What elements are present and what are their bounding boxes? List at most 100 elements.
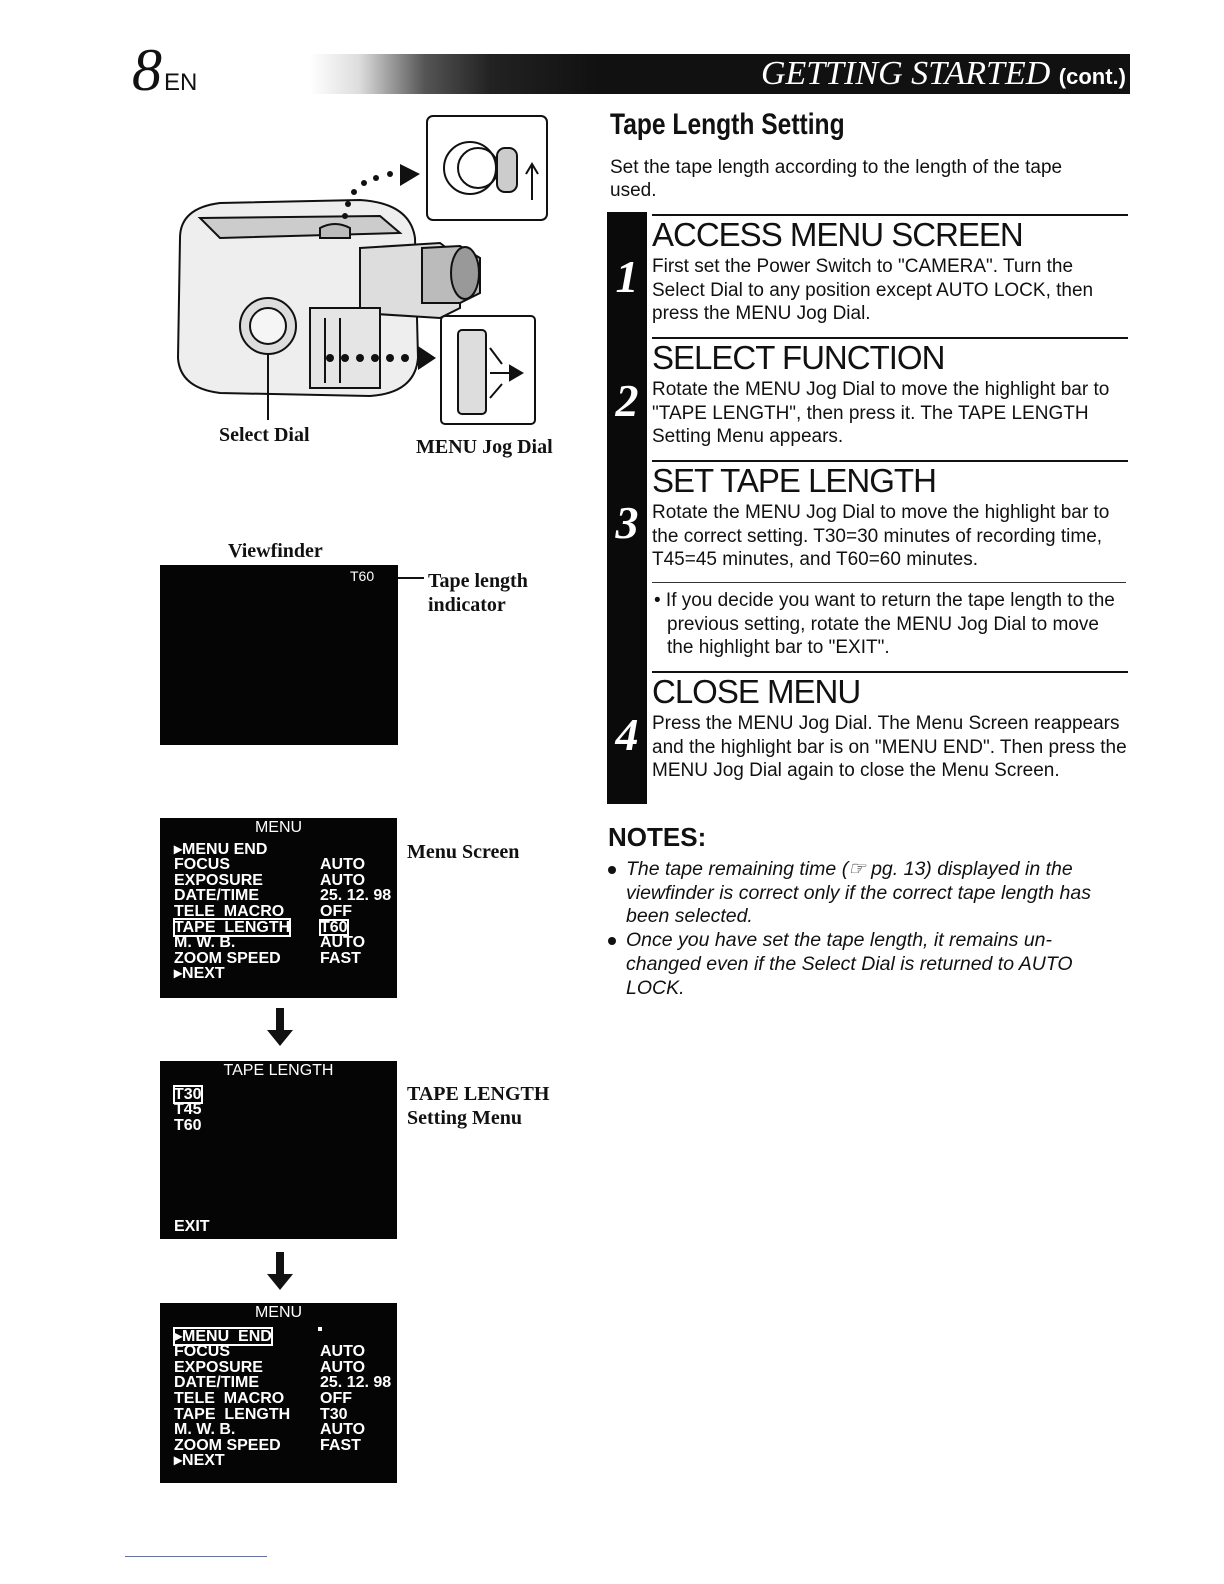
menu-item: EXPOSURE AUTO [174,1358,397,1376]
menu-item-label: DATE/TIME [174,887,260,905]
menu-item-label: ▸MENU END [173,1326,273,1346]
select-dial-label: Select Dial [219,424,310,446]
menu-item: ▸MENU END [173,1326,397,1346]
section-title: GETTING STARTED (cont.) [760,55,1126,92]
menu-item-value: T30 [320,1405,348,1423]
menu-item-label: ▸NEXT [174,965,225,983]
menu-item-label: ▸MENU END [174,840,268,858]
menu-item: TAPE LENGTH T60 [172,917,397,937]
menu-final-title: MENU [254,1304,303,1321]
menu-item-value: 25. 12. 98 [320,887,392,905]
arrow-down-icon [267,1252,293,1290]
tape-length-menu-title: TAPE LENGTH [223,1062,334,1079]
menu-item-label: M. W. B. [174,934,236,952]
step-heading: SELECT FUNCTION [652,339,945,376]
notes-list: The tape remaining time (☞ pg. 13) displ… [608,858,1118,1000]
page-number: 8EN [132,37,198,103]
menu-item-value: OFF [320,902,352,920]
arrow-down-icon [267,1008,293,1046]
step-body: Rotate the MENU Jog Dial to move the hig… [652,379,1110,447]
exit-option: EXIT [174,1218,210,1235]
menu-item: M. W. B. AUTO [174,1422,397,1438]
menu-item-value: AUTO [320,1343,366,1361]
step-rule [652,337,1128,339]
step-body: First set the Power Switch to "CAMERA". … [652,256,1094,324]
footer-line [125,1556,267,1557]
menu-item-value: AUTO [320,871,366,889]
notes-title: NOTES: [608,822,707,852]
menu-item: ZOOM SPEED FAST [174,1436,397,1454]
menu-item-label: ZOOM SPEED [174,949,281,967]
step-heading: SET TAPE LENGTH [652,462,937,499]
viewfinder-label: Viewfinder [228,540,323,562]
menu-item: DATE/TIME 25. 12. 98 [174,888,397,904]
menu-title: MENU [254,819,303,836]
menu-item-label: TAPE LENGTH [174,1405,291,1423]
step-rule [652,460,1128,462]
menu-item-value: AUTO [320,856,366,874]
step-number: 1 [615,251,639,302]
step-rule [652,671,1128,673]
menu-item-value: AUTO [320,934,366,952]
menu-item-label: FOCUS [174,856,230,874]
menu-item-value: OFF [320,1389,352,1407]
menu-item-label: ▸NEXT [174,1452,225,1470]
menu-item-label: EXPOSURE [174,871,263,889]
menu-item-label: EXPOSURE [174,1358,263,1376]
menu-item: EXPOSURE AUTO [174,871,397,889]
menu-item: TAPE LENGTH T30 [174,1405,397,1423]
menu-item: TELE MACRO OFF [174,902,397,920]
note-item: The tape remaining time (☞ pg. 13) displ… [608,858,1118,929]
menu-item-value: 25. 12. 98 [320,1374,392,1392]
menu-item-label: ZOOM SPEED [174,1436,281,1454]
tape-length-callout: Tape length indicator [428,570,528,616]
step-number: 3 [615,497,639,548]
menu-jog-dial-label: MENU Jog Dial [416,436,553,458]
menu-item-value: AUTO [320,1358,366,1376]
menu-item-label: TELE MACRO [174,1389,285,1407]
menu-item-value: FAST [320,949,361,967]
menu-item: ▸NEXT [174,1453,397,1469]
menu-item: FOCUS AUTO [174,1344,397,1360]
tape-length-option: T45 [174,1101,202,1119]
step-bar [607,212,647,804]
step-heading: CLOSE MENU [652,673,861,710]
menu-item-label: TAPE LENGTH [172,917,292,937]
step-heading: ACCESS MENU SCREEN [652,216,1024,253]
page-title: Tape Length Setting [610,108,845,141]
header-band [310,54,1130,94]
menu-screen-caption: Menu Screen [407,841,520,863]
menu-item: TELE MACRO OFF [174,1389,397,1407]
menu-item-value: AUTO [320,1421,366,1439]
intro-text: Set the tape length according to the len… [610,157,1063,201]
tape-length-option: T60 [174,1116,202,1134]
menu-item-label: FOCUS [174,1343,230,1361]
step-number: 2 [615,375,639,426]
menu-item: M. W. B. AUTO [174,935,397,951]
menu-item-label: TELE MACRO [174,902,285,920]
step-body: Rotate the MENU Jog Dial to move the hig… [652,502,1110,570]
step-body: Press the MENU Jog Dial. The Menu Screen… [652,713,1127,781]
step-number: 4 [615,709,639,760]
viewfinder-screen: T60 [160,565,398,745]
camcorder-illustration [176,115,548,425]
menu-item-value: FAST [320,1436,361,1454]
tape-length-indicator: T60 [350,568,375,584]
section-suffix: (cont.) [1058,64,1126,89]
language-code: EN [164,69,198,96]
tape-length-option: T30 [173,1084,203,1104]
tape-length-menu-caption: TAPE LENGTH Setting Menu [407,1083,550,1129]
callout-line [398,577,424,579]
menu-item: ▸MENU END [174,840,397,858]
menu-item-value: T60 [319,918,349,937]
menu-item: FOCUS AUTO [174,857,397,873]
step-rule [652,214,1128,216]
step-bullet: • If you decide you want to return the t… [654,590,1115,658]
menu-item: ZOOM SPEED FAST [174,949,397,967]
menu-item-label: M. W. B. [174,1421,236,1439]
note-item: Once you have set the tape length, it re… [608,929,1118,1000]
